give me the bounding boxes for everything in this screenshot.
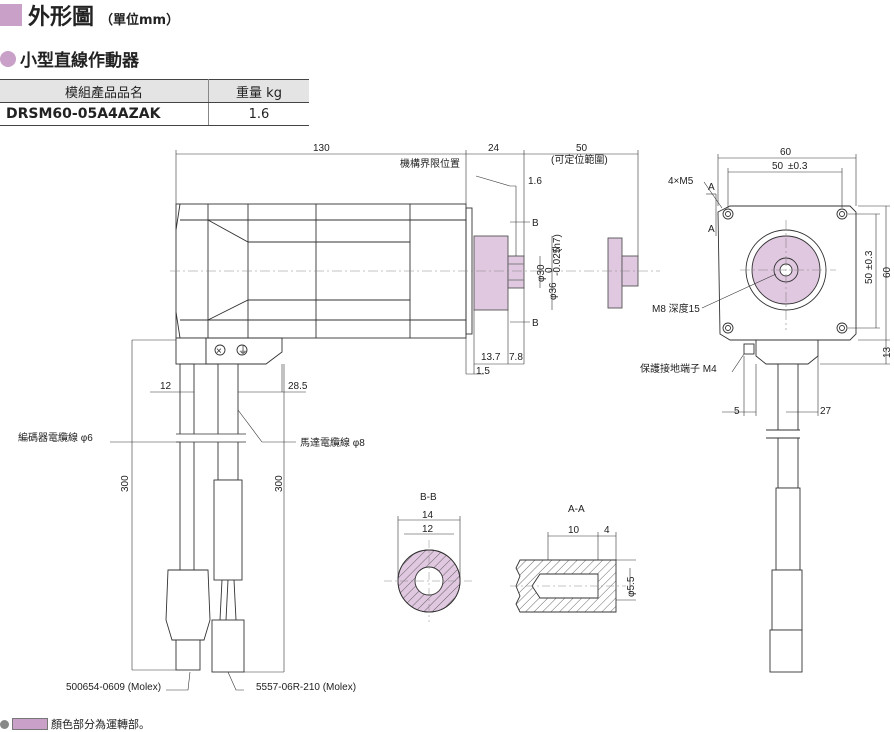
dim-300-right: 300 <box>274 475 285 492</box>
dim-12-bb: 12 <box>422 524 434 535</box>
section-b-bottom: B <box>532 318 539 329</box>
rod-moving-part <box>473 235 525 311</box>
table-row: DRSM60-05A4AZAK 1.6 <box>0 102 309 126</box>
page-header: 外形圖 （單位mm） <box>0 0 179 30</box>
dim-60-height: 60 <box>882 266 893 278</box>
connector-2-label: 5557-06R-210 (Molex) <box>256 682 356 693</box>
dim-phi5-5: φ5.5 <box>626 576 637 597</box>
side-dimension-lines <box>110 150 639 691</box>
x-icon: × <box>216 346 222 357</box>
dim-50: 50 <box>576 143 588 154</box>
dim-10: 10 <box>568 525 580 536</box>
dim-50-height: 50 <box>864 272 875 284</box>
tol-36-lower: -0.025 <box>552 247 563 276</box>
dim-1-5: 1.5 <box>476 366 490 377</box>
header-marker <box>0 4 22 26</box>
column-header-model: 模組產品品名 <box>0 79 209 103</box>
dim-28-5: 28.5 <box>288 381 308 392</box>
section-title: 小型直線作動器 <box>20 51 139 71</box>
connector-1-label: 500654-0609 (Molex) <box>66 682 161 693</box>
encoder-cable-label: 編碼器電纜線 φ6 <box>18 431 93 444</box>
tol-50-height: ±0.3 <box>864 250 875 270</box>
encoder-cable <box>165 363 211 671</box>
dim-130: 130 <box>313 143 330 154</box>
tol-36-upper: 0 <box>544 267 555 273</box>
dim-phi36: φ36 <box>548 282 559 300</box>
screw-label: 4×M5 <box>668 176 694 187</box>
section-a-top: A <box>708 182 715 193</box>
footnote: 顏色部分為運轉部。 <box>0 716 150 732</box>
front-cable <box>743 339 819 673</box>
limit-position-label: 機構界限位置 <box>400 157 460 170</box>
dim-13-7: 13.7 <box>481 352 501 363</box>
section-b-top: B <box>532 218 539 229</box>
dim-4: 4 <box>604 525 610 536</box>
spec-table: 模組產品品名 重量 kg DRSM60-05A4AZAK 1.6 <box>0 79 309 126</box>
cell-model: DRSM60-05A4AZAK <box>0 102 209 126</box>
section-bb-dim-lines <box>397 516 461 580</box>
page-unit: （單位mm） <box>100 12 180 28</box>
footnote-text: 顏色部分為運轉部。 <box>51 718 150 731</box>
dim-300-left: 300 <box>120 475 131 492</box>
section-a-bottom: A <box>708 224 715 235</box>
dim-1-6: 1.6 <box>528 176 542 187</box>
dim-14: 14 <box>422 510 434 521</box>
section-aa-title: A-A <box>568 504 585 515</box>
cable-break-marks <box>176 433 246 443</box>
bullet-icon <box>0 719 9 729</box>
column-header-weight: 重量 kg <box>208 79 309 103</box>
motor-front-view <box>717 205 857 341</box>
ground-terminal-box <box>175 337 283 365</box>
section-aa-dim-lines <box>547 532 636 601</box>
dim-phi30: φ30 <box>536 264 547 282</box>
ground-terminal-label: 保護接地端子 M4 <box>640 362 717 375</box>
dim-27: 27 <box>820 406 832 417</box>
motor-cable-label: 馬達電纜線 φ8 <box>300 436 365 449</box>
dim-13: 13 <box>882 346 893 358</box>
front-dimension-lines <box>701 154 890 416</box>
tap-label: M8 深度15 <box>652 302 700 315</box>
motor-cable <box>211 363 245 673</box>
stroke-note: (可定位範圍) <box>551 153 608 166</box>
dim-5: 5 <box>734 406 740 417</box>
dim-60-width: 60 <box>780 147 792 158</box>
cell-weight: 1.6 <box>208 102 309 126</box>
tol-h7: (h7) <box>552 234 563 252</box>
section-header: 小型直線作動器 <box>0 46 139 71</box>
color-swatch <box>12 718 48 730</box>
ground-icon: ⏚ <box>238 345 248 357</box>
dim-12: 12 <box>160 381 172 392</box>
dim-50-width: 50 <box>772 161 784 172</box>
rod-extended <box>607 237 639 309</box>
section-marker <box>0 50 16 67</box>
dim-24: 24 <box>488 143 500 154</box>
dim-7-8: 7.8 <box>509 352 523 363</box>
page-title: 外形圖 <box>28 5 95 30</box>
section-bb-title: B-B <box>420 492 437 503</box>
tol-50-width: ±0.3 <box>788 161 808 172</box>
table-header-row: 模組產品品名 重量 kg <box>0 79 309 103</box>
